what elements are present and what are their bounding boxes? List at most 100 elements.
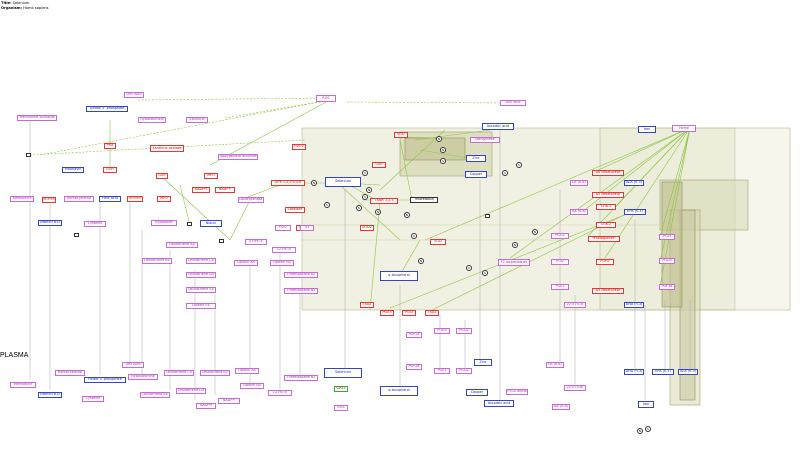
node-pgi3[interactable]: PGI3	[402, 310, 416, 316]
node-riboflavin[interactable]: Riboflavin	[62, 167, 84, 173]
node-sod[interactable]: SOD	[394, 132, 408, 138]
node-12-hete-plasma[interactable]: 12-HETE	[268, 390, 292, 396]
node-h2o[interactable]: H2O	[275, 225, 291, 231]
node-gsh[interactable]: GSH	[103, 167, 117, 173]
node-dha[interactable]: DHA (n-3)	[624, 302, 644, 308]
node-prx[interactable]: PRX	[104, 143, 116, 149]
node-manganese[interactable]: Manganese	[470, 137, 500, 143]
node-h2o2-top[interactable]: H2O2	[292, 144, 306, 150]
node-pgh2[interactable]: PGH2	[596, 259, 614, 265]
node-thromboxane-b2[interactable]: Thromboxane B2	[284, 288, 318, 294]
node-uric-acid[interactable]: Uric Acid	[124, 92, 144, 98]
node-gpx3[interactable]: GPX3	[334, 386, 348, 392]
node-delta5-low[interactable]: Δ5 desaturase	[592, 288, 624, 294]
node-nadph[interactable]: NADPH	[192, 187, 210, 193]
node-hypoxanthine[interactable]: Hypoxanthine	[138, 117, 166, 123]
node-leukotriene-b4-plasma[interactable]: Leukotriene B4	[140, 392, 170, 398]
node-gsr[interactable]: GSR	[372, 162, 386, 168]
node-pge2[interactable]: PGE2	[551, 284, 569, 290]
node-methionine-plasma[interactable]: Methionine	[10, 382, 36, 388]
node-ascorbic-acid-plasma[interactable]: Ascorbic acid	[484, 400, 514, 407]
node-thromboxane-b2-plasma[interactable]: Thromboxane B2	[284, 375, 318, 381]
node-leukotriene-b4[interactable]: Leukotriene B4	[142, 258, 172, 264]
node-mthfr-2[interactable]: MTHFR	[127, 196, 143, 202]
node-tyrosol-5p[interactable]: Tyrosol 5'-phosphate	[86, 106, 128, 112]
node-ptgs-plasma[interactable]: PTGS alpha	[506, 389, 528, 395]
node-lipoxin-b4[interactable]: Lipoxin B4	[270, 260, 294, 266]
node-copper[interactable]: Copper	[465, 171, 487, 178]
node-nadp-plasma[interactable]: NADP+	[218, 398, 240, 404]
node-ros-plasma[interactable]: ROS	[334, 405, 348, 411]
node-niacin[interactable]: Niacin	[200, 220, 222, 227]
node-epa-plasma[interactable]: EPA (n-3)	[652, 369, 674, 375]
node-leukotriene-e4-plasma[interactable]: Leukotriene E4	[200, 370, 230, 376]
node-sod-low[interactable]: SOD	[430, 239, 446, 245]
node-pge3[interactable]: PGE3	[380, 310, 394, 316]
node-iron-plasma[interactable]: Iron	[638, 401, 654, 408]
node-o2[interactable]: O2	[300, 225, 314, 231]
node-homocysteine-plasma[interactable]: Homocysteine	[55, 370, 85, 376]
node-xanthine-oxidase[interactable]: Xanthine oxidase	[150, 145, 184, 152]
node-delta5[interactable]: Δ5 desaturase	[592, 192, 624, 198]
node-nadp[interactable]: NADP+	[215, 187, 235, 193]
node-pge2s[interactable]: PGE2s	[406, 332, 422, 338]
node-la-plasma[interactable]: LA (n-6)	[546, 362, 564, 368]
node-f2-isoprostanes[interactable]: F2-isoprostanes	[498, 259, 530, 266]
node-prostaglandin[interactable]: Prostaglandin	[588, 236, 620, 242]
node-cysteine-plasma[interactable]: Cysteine	[82, 396, 104, 402]
node-cox2[interactable]: COX-2	[596, 222, 616, 228]
node-leukotriene-d4-plasma[interactable]: Leukotriene D4	[176, 388, 206, 394]
node-tx-a3[interactable]: TXA3	[425, 310, 439, 316]
node-mpo[interactable]: MPO	[157, 196, 171, 202]
node-22-5-plasma[interactable]: 22:5 (n-6)	[564, 385, 586, 391]
node-folate-5p-plasma[interactable]: Folate 5'-phosphate	[84, 377, 126, 383]
node-lipoxin-e4[interactable]: Lipoxin E4	[186, 303, 216, 309]
node-ros-top[interactable]: ROS	[316, 95, 336, 102]
node-iron[interactable]: Iron	[638, 126, 656, 133]
node-catalase[interactable]: Catalase	[285, 207, 305, 213]
node-nadph-plasma[interactable]: NADPH	[196, 403, 216, 409]
node-leukotriene-a4[interactable]: Leukotriene A4	[166, 242, 198, 248]
node-epa[interactable]: EPA (n-3)	[624, 209, 646, 215]
node-pgi2[interactable]: PGI2	[551, 259, 569, 265]
node-a-tocopherol-plasma[interactable]: α-tocopherol	[380, 386, 418, 396]
node-ala-plasma[interactable]: ALA (n-3)	[678, 369, 698, 375]
node-selenium[interactable]: Selenium	[325, 177, 361, 187]
node-lipoxin-a4[interactable]: Lipoxin A4	[234, 260, 258, 266]
node-zinc-plasma[interactable]: Zinc	[474, 359, 492, 366]
node-pgf3[interactable]: PGF3α	[659, 284, 675, 290]
node-delta6[interactable]: Δ6 desaturase	[592, 170, 624, 176]
node-lipoxin-a4-plasma[interactable]: Lipoxin A4	[235, 368, 259, 374]
node-mpo-top[interactable]: MPO	[204, 173, 218, 179]
node-selenium-plasma[interactable]: Selenium	[324, 368, 362, 378]
node-12-hete[interactable]: 12-HETE	[272, 247, 296, 253]
node-ala[interactable]: ALA (n-3)	[624, 180, 644, 186]
node-leukotriene-e4[interactable]: Leukotriene E4	[186, 287, 216, 293]
node-sod2[interactable]: SOD2	[360, 225, 374, 231]
node-cox1[interactable]: COX-1	[596, 204, 616, 210]
node-folic-acid[interactable]: Folic acid	[99, 196, 121, 202]
node-5-hpete[interactable]: 5-HPETE	[245, 239, 267, 245]
node-pgf2a-plasma[interactable]: PGF2α	[406, 364, 422, 370]
node-vitamin-b12-plasma[interactable]: Vitamin B12	[38, 392, 62, 398]
node-dha-plasma[interactable]: DHA (n-3)	[624, 369, 644, 375]
node-lipoxin-b4-plasma[interactable]: Lipoxin B4	[240, 383, 264, 389]
node-heme[interactable]: Heme	[672, 125, 696, 132]
node-leukotriene-c4[interactable]: Leukotriene C4	[186, 258, 216, 264]
node-uric-acid-plasma[interactable]: Uric Acid	[122, 362, 144, 368]
node-pgh3[interactable]: PGH3	[434, 328, 450, 334]
node-lipoxygenase-disulfides[interactable]: Lipoxygenase disulfides	[218, 154, 258, 160]
node-uric-acid-2[interactable]: Uric acid	[500, 100, 526, 106]
node-thioredoxin[interactable]: Thioredoxin	[410, 197, 438, 203]
node-la[interactable]: LA (n-6)	[570, 180, 588, 186]
node-txnrd[interactable]: TXNR 1,2,3	[370, 198, 398, 204]
node-ascorbic-acid[interactable]: Ascorbic acid	[482, 123, 514, 130]
node-gsr-left[interactable]: GSR	[156, 173, 168, 179]
node-mthfr[interactable]: MTHFR	[42, 197, 56, 203]
node-cysteine[interactable]: Cysteine	[84, 221, 106, 227]
node-pgd3[interactable]: PGD3	[659, 258, 675, 264]
node-leukotriene-d4[interactable]: Leukotriene D4	[186, 272, 216, 278]
node-xanthine[interactable]: Xanthine	[186, 117, 208, 123]
node-copper-plasma[interactable]: Copper	[466, 389, 488, 396]
node-homocysteine[interactable]: Homocysteine	[64, 196, 94, 202]
